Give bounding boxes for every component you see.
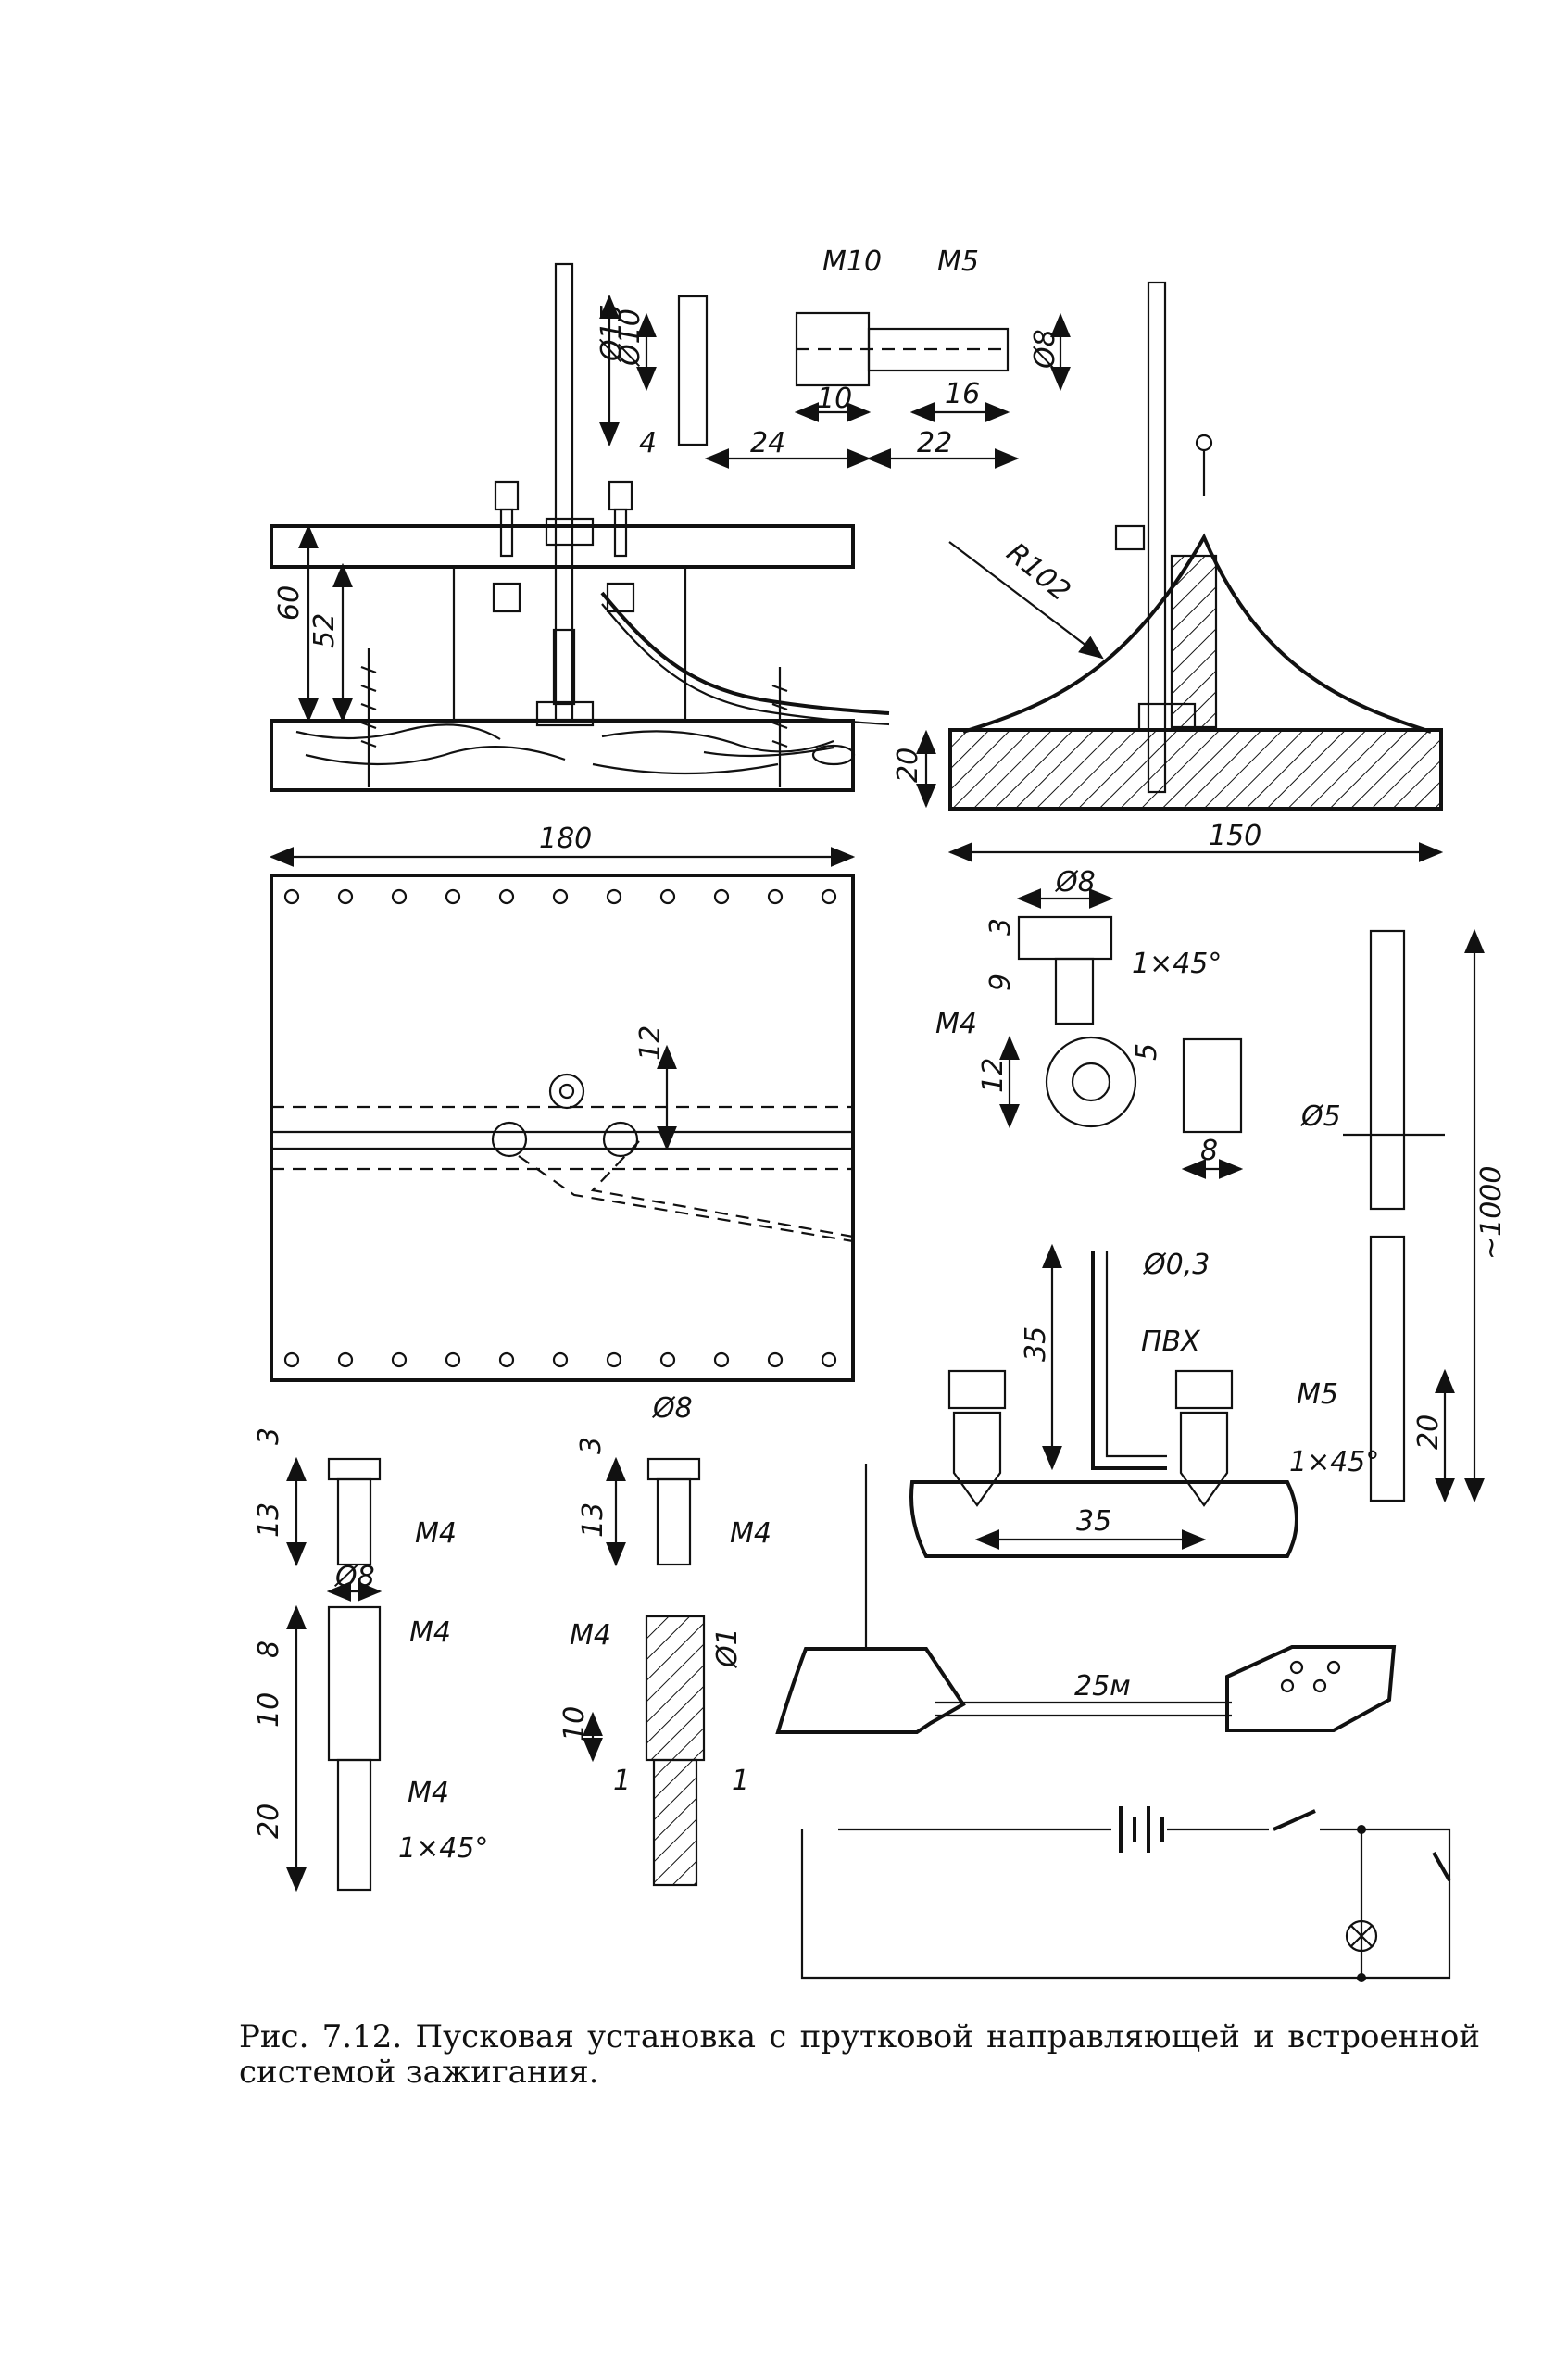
rod-detail: Ø5 ~1000 M5 20 1×45° [1289,928,1508,1503]
thumb-thread: M4 [935,1008,977,1040]
screw-b-d8: Ø8 [651,1392,693,1425]
plan-view: 180 12 [269,823,856,1382]
rod-d5: Ø5 [1299,1100,1341,1133]
plug-and-cable: 25м [775,1464,1397,1734]
stud-h8: 8 [253,1641,285,1658]
mounting-hole [713,1351,730,1368]
bushing-d8: Ø8 [1029,329,1061,371]
terminal-insulation: ПВХ [1141,1326,1201,1358]
stud-h20: 20 [253,1804,285,1839]
rod-thread: M5 [1297,1378,1338,1411]
bushing-d15: Ø15 [596,304,628,363]
stud-h10: 10 [253,1692,285,1728]
thumb-d12: 12 [977,1058,1010,1093]
screw-a-detail: 3 13 M4 [253,1427,457,1567]
mounting-hole [659,1351,676,1368]
mounting-hole [713,888,730,905]
stud-thread-bottom: M4 [408,1777,449,1809]
front-dim-52: 52 [308,613,341,648]
bushing-l4: 4 [639,427,657,459]
stud-d8: Ø8 [333,1561,375,1593]
thumb-w8: 8 [1200,1135,1218,1167]
bushing-detail: M10 M5 Ø15 Ø10 Ø8 10 16 4 24 22 [596,245,1071,469]
bushing-l10: 10 [817,383,852,415]
mounting-hole [606,888,622,905]
screw-a-h3: 3 [253,1427,285,1445]
mounting-hole [498,1351,515,1368]
caption-number: Рис. 7.12. [239,2018,403,2055]
mounting-hole [767,1351,784,1368]
side-h20: 20 [892,748,924,783]
socket-detail: M4 Ø1 10 1 1 [558,1615,749,1887]
mounting-hole [821,888,837,905]
front-view: 60 52 [270,262,890,792]
screw-b-thread: M4 [730,1517,771,1550]
thumb-d8: Ø8 [1054,866,1096,899]
mounting-hole [337,888,354,905]
mounting-hole [552,1351,569,1368]
mounting-hole [659,888,676,905]
thumb-screw-detail: Ø8 3 9 1×45° M4 12 5 8 [935,866,1244,1179]
terminal-wire: Ø0,3 [1142,1249,1210,1281]
mounting-hole [337,1351,354,1368]
screw-a-thread: M4 [415,1517,457,1550]
thumb-s5: 5 [1131,1043,1163,1061]
mounting-hole [552,888,569,905]
plan-w180: 180 [539,823,592,855]
mounting-hole [391,888,408,905]
side-w150: 150 [1209,820,1261,852]
figure-caption: Рис. 7.12. Пусковая установка с прутково… [239,2019,1480,2090]
terminal-h35: 35 [1020,1326,1052,1362]
stud-thread-top: M4 [409,1616,451,1649]
screw-a-h13: 13 [253,1502,285,1538]
socket-thread: M4 [570,1619,611,1652]
plan-o12: 12 [634,1025,667,1061]
socket-d1: Ø1 [711,1628,744,1669]
screw-b-h3: 3 [575,1437,608,1454]
stud-detail: Ø8 M4 8 10 20 M4 1×45° [253,1561,488,1892]
mounting-hole [821,1351,837,1368]
mounting-hole [445,888,461,905]
thumb-h3: 3 [985,918,1017,936]
socket-h10: 10 [558,1706,591,1741]
thumb-h9: 9 [985,974,1017,991]
front-dim-60: 60 [273,585,306,621]
mounting-hole [283,1351,300,1368]
mounting-hole [606,1351,622,1368]
rod-length: ~1000 [1475,1166,1508,1260]
mounting-hole [445,1351,461,1368]
rod-chamfer: 1×45° [1289,1446,1379,1478]
bushing-l24: 24 [750,427,785,459]
mounting-hole [391,1351,408,1368]
caption-text: Пусковая установка с прутковой направляю… [239,2018,1480,2091]
rod-l20: 20 [1412,1414,1445,1450]
thumb-chamfer: 1×45° [1132,948,1222,980]
ignition-circuit [800,1806,1451,1982]
side-r102: R102 [1000,536,1076,608]
side-view: R102 20 150 [892,281,1444,862]
screw-b-detail: Ø8 3 13 M4 [575,1392,771,1567]
socket-c1a: 1 [613,1765,631,1797]
bushing-l22: 22 [917,427,952,459]
terminal-w35: 35 [1076,1505,1111,1538]
terminal-detail: Ø0,3 ПВХ 35 35 [909,1243,1298,1558]
mounting-hole [498,888,515,905]
socket-c1b: 1 [732,1765,749,1797]
mounting-hole [283,888,300,905]
bushing-m10: M10 [822,245,882,278]
mounting-hole [767,888,784,905]
stud-chamfer: 1×45° [398,1832,488,1865]
bushing-d10: Ø10 [614,308,646,368]
screw-b-h13: 13 [577,1502,609,1538]
bushing-m5: M5 [937,245,979,278]
bushing-l16: 16 [945,378,980,410]
cable-length: 25м [1074,1670,1131,1703]
